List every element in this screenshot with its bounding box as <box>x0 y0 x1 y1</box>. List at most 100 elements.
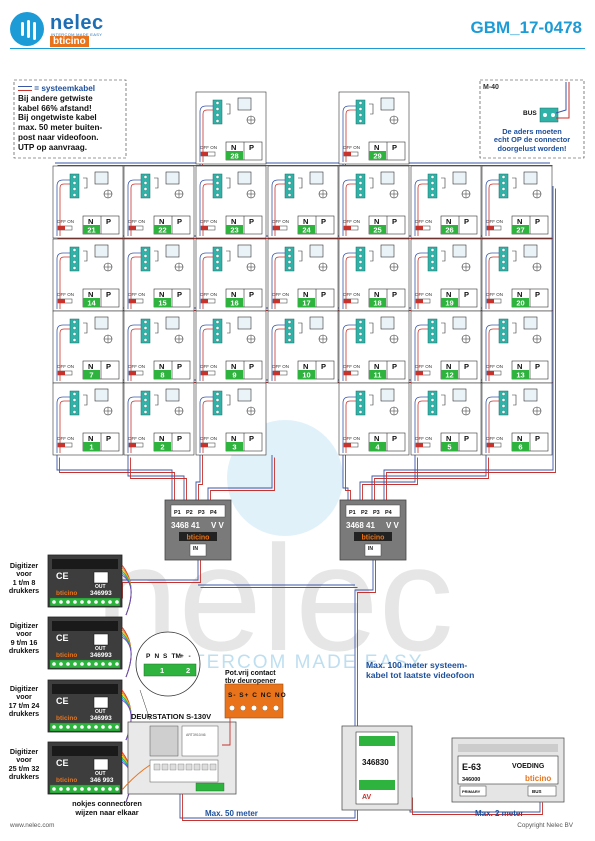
digitizer-model: 346993 <box>90 590 112 597</box>
p-label: P <box>535 290 540 299</box>
terminal-screw-icon <box>143 326 148 330</box>
terminal-screw-icon <box>143 181 148 185</box>
screen-icon <box>165 388 180 402</box>
dip-switch-knob-icon <box>487 443 494 447</box>
terminal-screw-icon <box>430 398 435 402</box>
digitizer-screw-icon <box>94 787 98 791</box>
p-label: P <box>464 290 469 299</box>
terminal-screw-icon <box>143 338 148 342</box>
terminal-screw-icon <box>72 326 77 330</box>
digitizer-model: 346 993 <box>90 777 114 784</box>
terminal-screw-icon <box>287 248 292 252</box>
terminal-block-icon <box>427 246 438 272</box>
terminal-screw-icon <box>215 338 220 342</box>
distributor-model: 3468 41 <box>346 521 375 530</box>
digitizer-terminal-strip <box>49 722 121 732</box>
knob-cross-icon <box>462 263 470 271</box>
n-label: N <box>231 290 236 299</box>
knob-cross-icon <box>390 407 398 415</box>
terminal-screw-icon <box>358 107 363 111</box>
zoom-number: 1 <box>160 666 164 675</box>
handset-wire-red <box>488 256 499 309</box>
terminal-screw-icon <box>430 248 435 252</box>
knob-cross-icon <box>390 116 398 124</box>
digitizer-out-label: OUT <box>95 709 106 715</box>
off-on-label: OFF ON <box>415 219 432 224</box>
off-on-label: OFF ON <box>343 436 360 441</box>
terminal-screw-icon <box>143 260 148 264</box>
m40-inset <box>539 82 570 123</box>
digitizer-screw-icon <box>80 600 84 604</box>
handset-number: 19 <box>445 299 453 308</box>
terminal-screw-icon <box>215 181 220 185</box>
handset-number: 23 <box>230 226 238 235</box>
zoom-terminal-label: + <box>180 653 184 660</box>
off-on-label: OFF ON <box>486 219 503 224</box>
terminal-screw-icon <box>287 326 292 330</box>
terminal-screw-icon <box>215 113 220 117</box>
terminal-screw-icon <box>215 248 220 252</box>
terminal-screw-icon <box>430 332 435 336</box>
power-supply-voeding: VOEDING <box>512 763 545 770</box>
handset-wire-red <box>345 328 356 381</box>
riser-r2-red <box>362 457 418 503</box>
knob-cross-icon <box>247 190 255 198</box>
terminal-screw-icon <box>501 248 506 252</box>
digitizer-terminal-strip <box>49 659 121 669</box>
screen-icon <box>237 244 252 258</box>
terminal-screw-icon <box>143 254 148 258</box>
terminal-block-icon <box>284 246 295 272</box>
terminal-screw-icon <box>430 187 435 191</box>
terminal-screw-icon <box>287 320 292 324</box>
jack-icon <box>154 177 159 189</box>
m40-connector-icon <box>539 107 559 123</box>
terminal-block-icon <box>69 246 80 272</box>
handset-wire-blue <box>199 252 213 309</box>
handset-number: 7 <box>89 371 93 380</box>
knob-cross-icon <box>533 190 541 198</box>
digitizer-top-strip <box>52 684 118 694</box>
power-supply-primary: PRIMARY <box>462 789 481 794</box>
terminal-screw-icon <box>72 392 77 396</box>
jack-icon <box>441 394 446 406</box>
jack-icon <box>226 103 231 115</box>
terminal-screw-icon <box>358 119 363 123</box>
interface-terminal-top <box>359 736 395 746</box>
terminal-screw-icon <box>215 266 220 270</box>
handset-number-badge <box>512 442 529 451</box>
off-on-label: OFF ON <box>343 219 360 224</box>
digitizer-screw-icon <box>66 600 70 604</box>
terminal-screw-icon <box>215 175 220 179</box>
jack-icon <box>298 250 303 262</box>
handset-number-badge <box>512 298 529 307</box>
document-id: GBM_17-0478 <box>470 18 582 37</box>
terminal-screw-icon <box>72 338 77 342</box>
terminal-screw-icon <box>501 410 506 414</box>
dip-switch-knob-icon <box>344 371 351 375</box>
terminal-screw-icon <box>358 248 363 252</box>
pot-contact-terminals: S- S+ C NC NO <box>228 692 287 699</box>
terminal-screw-icon <box>358 404 363 408</box>
zoom-terminal-label: P <box>146 653 151 660</box>
digitizer-screw-icon <box>52 725 56 729</box>
screen-icon <box>380 171 395 185</box>
digitizer-screw-icon <box>94 662 98 666</box>
terminal-screw-icon <box>215 119 220 123</box>
n-label: N <box>303 362 308 371</box>
button-module <box>149 759 219 783</box>
screen-icon <box>94 171 109 185</box>
distributor-in-label: IN <box>368 546 373 552</box>
handset-number-badge <box>512 225 529 234</box>
digitizer-screw-icon <box>101 725 105 729</box>
knob-cross-icon <box>390 190 398 198</box>
jack-icon <box>226 322 231 334</box>
m40-title: M-40 <box>483 84 499 91</box>
